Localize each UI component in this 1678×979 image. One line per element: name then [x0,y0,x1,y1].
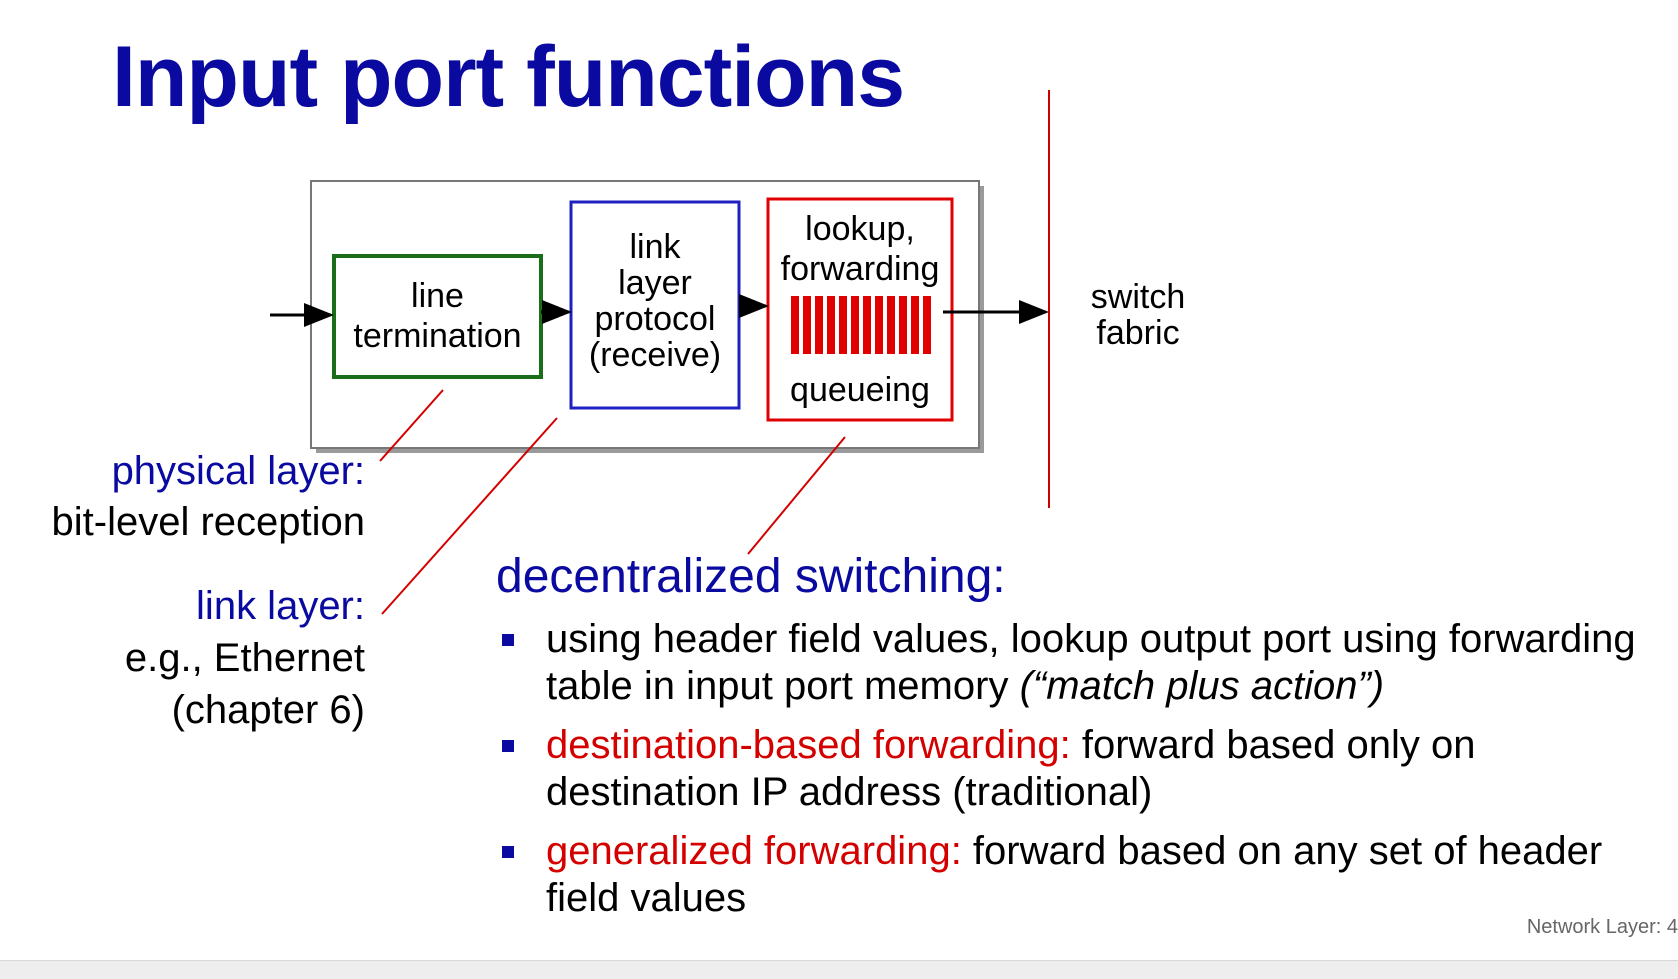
physical-layer-title: physical layer: [111,449,365,493]
link-layer-title: link layer: [196,584,365,628]
bullet-marker [502,740,514,752]
link-layer-desc-1: e.g., Ethernet [124,636,365,680]
pointer-decentralized [747,436,846,555]
bullet-item: destination-based forwarding: forward ba… [496,722,1646,816]
lookup-forwarding-label: lookup, forwarding [780,210,940,288]
bullet-list: using header field values, lookup output… [496,616,1646,934]
bullet-marker [502,846,514,858]
line-termination-box [332,254,543,379]
section-heading: decentralized switching: [496,550,1006,603]
slide-footer: Network Layer: 4 [1526,916,1678,938]
queue-icon [791,296,931,354]
line-termination-label: line termination [353,277,522,355]
slide-title: Input port functions [112,29,905,125]
physical-layer-desc: bit-level reception [51,500,366,544]
switch-fabric-label: switch fabric [1090,278,1186,352]
queueing-label: queueing [790,371,930,409]
bullet-item: generalized forwarding: forward based on… [496,828,1646,922]
link-layer-desc-2: (chapter 6) [171,688,365,732]
bottom-bar [0,960,1678,979]
pointer-link-layer [381,417,558,615]
bullet-marker [502,634,514,646]
pointer-physical-layer [379,389,444,462]
link-layer-label: link layer protocol (receive) [588,228,722,374]
bullet-item: using header field values, lookup output… [496,616,1646,710]
